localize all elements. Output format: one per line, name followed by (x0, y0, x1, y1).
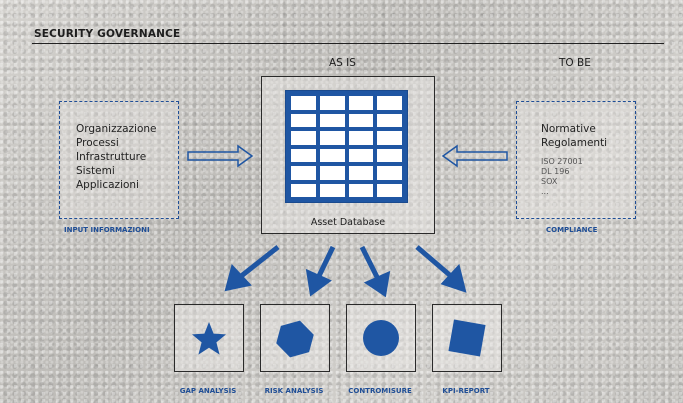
database-cell (348, 131, 374, 145)
column-heading-to-be: TO BE (559, 57, 591, 69)
database-cell (319, 131, 345, 145)
column-heading-as-is: AS IS (329, 57, 356, 69)
hexagon-icon (276, 320, 314, 358)
compliance-panel (516, 101, 636, 219)
database-cell (377, 183, 402, 197)
database-label: Asset Database (310, 217, 386, 228)
standard-item: ISO 27001 (541, 157, 583, 166)
database-cell (377, 131, 402, 145)
database-cell (348, 166, 374, 180)
compliance-item: Regolamenti (541, 137, 608, 149)
gap-analysis-label: GAP ANALYSIS (179, 387, 237, 395)
database-cell (377, 113, 402, 127)
database-cell (291, 96, 316, 110)
database-cell (319, 113, 345, 127)
database-cell (377, 166, 402, 180)
asset-database-box: Asset Database (261, 76, 435, 234)
database-cell (348, 113, 374, 127)
database-cell (291, 131, 316, 145)
risk-analysis-box (260, 304, 330, 372)
standard-item: DL 196 (541, 167, 570, 176)
title-rule (32, 43, 664, 44)
standards-list: ISO 27001 DL 196 SOX ... (541, 157, 583, 197)
square-icon (448, 319, 486, 357)
database-cell (291, 148, 316, 162)
risk-analysis-label: RISK ANALYSIS (264, 387, 324, 395)
compliance-caption: COMPLIANCE (546, 226, 598, 234)
database-cell (319, 183, 345, 197)
database-cell (291, 113, 316, 127)
database-cell (348, 183, 374, 197)
database-cell (319, 148, 345, 162)
star-icon (192, 322, 226, 355)
input-arrow (187, 144, 254, 168)
contromisure-label: CONTROMISURE (348, 387, 412, 395)
database-cell (291, 166, 316, 180)
input-panel (59, 101, 179, 219)
input-caption: INPUT INFORMAZIONI (64, 226, 150, 234)
kpi-report-box (432, 304, 502, 372)
down-arrows (224, 245, 467, 298)
database-cell (319, 96, 345, 110)
input-item: Infrastrutture (76, 151, 147, 163)
standard-item: SOX (541, 177, 558, 186)
compliance-items: Normative Regolamenti (541, 122, 607, 150)
input-items: Organizzazione Processi Infrastrutture S… (76, 122, 157, 192)
input-item: Sistemi (76, 165, 115, 177)
database-cell (377, 96, 402, 110)
database-cell (291, 183, 316, 197)
database-cell (319, 166, 345, 180)
page-title: SECURITY GOVERNANCE (34, 28, 181, 40)
compliance-item: Normative (541, 123, 596, 135)
database-cell (377, 148, 402, 162)
input-item: Organizzazione (76, 123, 157, 135)
contromisure-box (346, 304, 416, 372)
input-item: Applicazioni (76, 179, 139, 191)
circle-icon (363, 320, 399, 356)
standard-item: ... (541, 187, 549, 196)
database-cell (348, 96, 374, 110)
database-cell (348, 148, 374, 162)
gap-analysis-box (174, 304, 244, 372)
database-table-icon (285, 90, 408, 203)
input-item: Processi (76, 137, 119, 149)
kpi-report-label: KPI-REPORT (442, 387, 490, 395)
compliance-arrow (441, 144, 508, 168)
